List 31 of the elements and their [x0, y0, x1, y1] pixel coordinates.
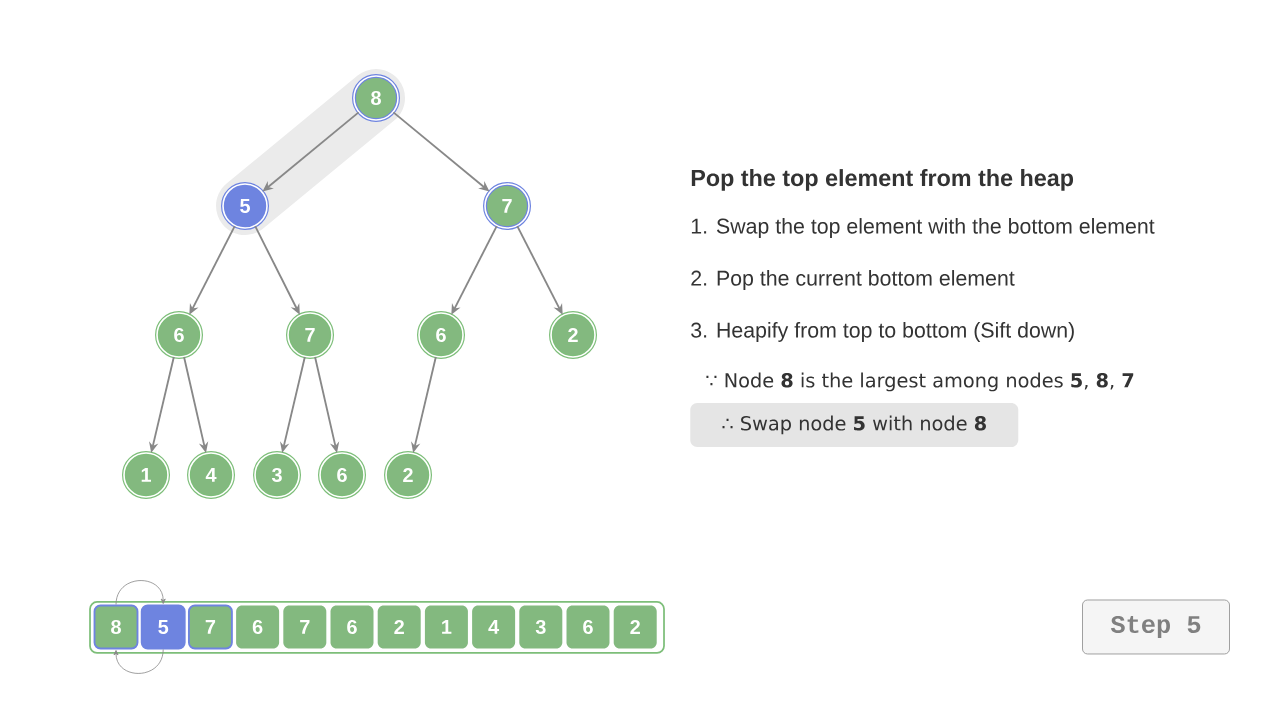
tree-node: 6: [318, 451, 366, 499]
tree-node: 4: [187, 451, 235, 499]
array-cell: 6: [566, 605, 610, 649]
swap-arrow: [115, 580, 166, 605]
tree-node: 2: [384, 451, 432, 499]
array-cell: 3: [519, 605, 563, 649]
tree-node: 3: [253, 451, 301, 499]
array-cell: 2: [613, 605, 657, 649]
tree-node: 1: [122, 451, 170, 499]
array-cell: 1: [424, 605, 468, 649]
highlighted-note: ∴ Swap node 5 with node 8: [690, 403, 1019, 447]
step-text: 1. Swap the top element with the bottom element: [691, 218, 1155, 238]
array-cell: 6: [330, 605, 374, 649]
swap-arrow: [113, 649, 164, 674]
array-box: [89, 601, 665, 654]
tree-node: 7: [286, 311, 334, 359]
array-cell: 8: [93, 604, 139, 650]
tree-node: 7: [483, 182, 531, 230]
heading: Pop the top element from the heap: [691, 169, 1074, 191]
array-cell: 7: [283, 605, 327, 649]
step-text: 3. Heapify from top to bottom (Sift down): [691, 322, 1074, 342]
step-text: 2. Pop the current bottom element: [691, 270, 1015, 290]
tree-node: 2: [549, 311, 597, 359]
array-cell: 2: [377, 605, 421, 649]
array-cell: 6: [236, 605, 280, 649]
step-button: Step 5: [1082, 599, 1230, 655]
array-cell: 4: [472, 605, 516, 649]
array-cell: 7: [187, 604, 233, 650]
tree-node: 6: [155, 311, 203, 359]
tree-node: 6: [417, 311, 465, 359]
array-cell: 5: [140, 604, 186, 650]
